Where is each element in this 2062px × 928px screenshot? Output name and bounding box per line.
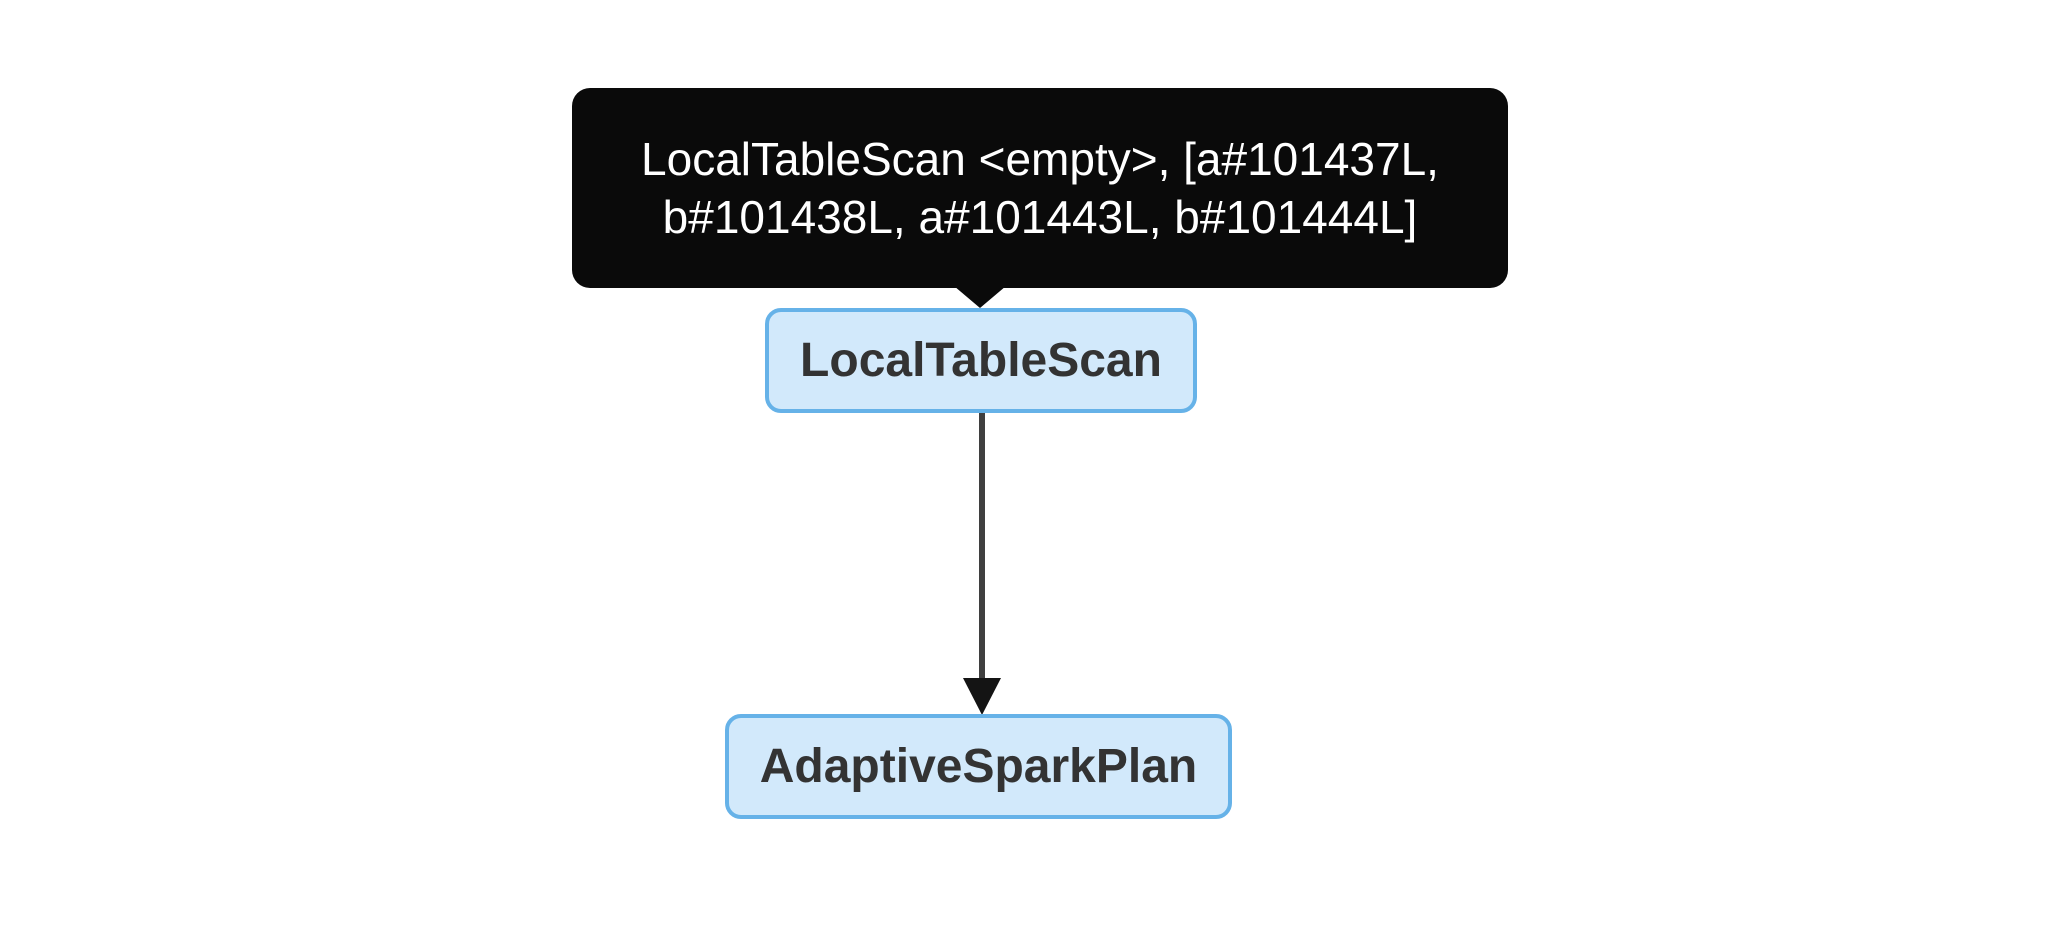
graph-node-adaptivesparkplan[interactable]: AdaptiveSparkPlan [725, 714, 1232, 819]
node-tooltip: LocalTableScan <empty>, [a#101437L, b#10… [572, 88, 1508, 288]
node-label-adaptivesparkplan: AdaptiveSparkPlan [759, 740, 1198, 793]
arrowhead-icon [963, 678, 1001, 715]
graph-node-localtablescan[interactable]: LocalTableScan [765, 308, 1197, 413]
node-label-localtablescan: LocalTableScan [800, 334, 1162, 387]
tooltip-arrow-icon [954, 286, 1006, 308]
tooltip-text: LocalTableScan <empty>, [a#101437L, b#10… [641, 133, 1439, 243]
